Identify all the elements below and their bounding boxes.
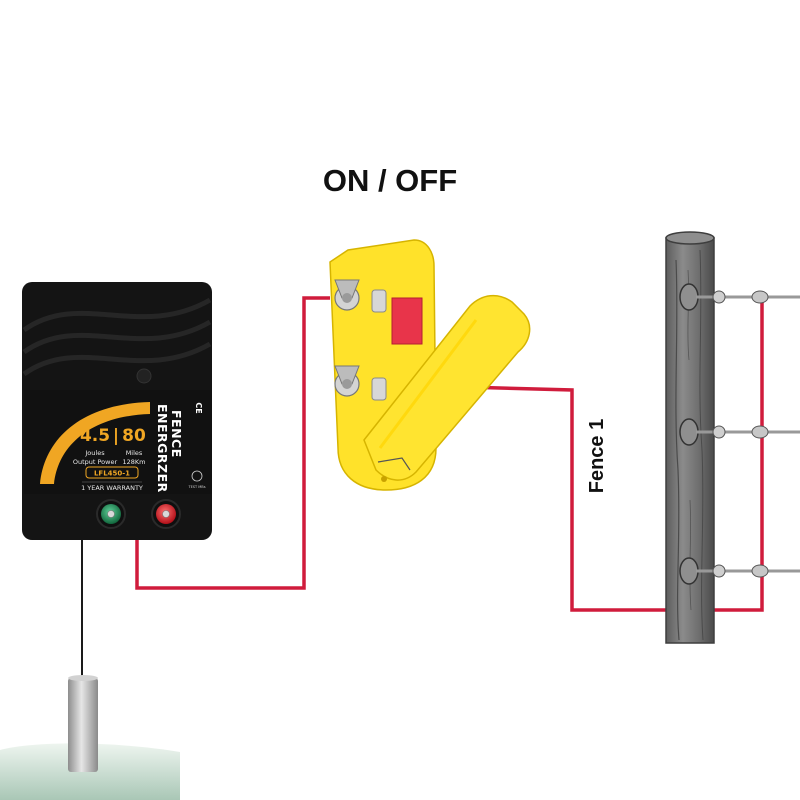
on-off-switch[interactable] [329, 239, 531, 491]
joules-subcaption: Output Power [73, 458, 118, 466]
certification-mark: CE [194, 402, 203, 413]
miles-subcaption: 128Km [122, 458, 145, 466]
fence-label: Fence 1 [586, 419, 608, 493]
wire-energizer-to-switch [135, 296, 330, 590]
energizer-indicator-light [136, 368, 152, 384]
energizer-label-line1: FENCE [169, 410, 184, 458]
joules-value: 4.5 [80, 426, 110, 446]
miles-caption: Miles [126, 449, 143, 457]
energizer-accent-arc [40, 402, 150, 484]
model-label: LFL450-1 [94, 470, 130, 478]
switch-terminal-bottom [334, 365, 360, 397]
fence-wire-bottom [679, 557, 800, 585]
switch-contact-bottom [371, 377, 387, 401]
ground-terminal [96, 499, 126, 529]
ground-rod-top [68, 675, 98, 681]
fence-wire-top [679, 283, 800, 311]
test-badge-icon [191, 470, 203, 482]
diagram-title: ON / OFF [323, 163, 457, 198]
energizer-label-line2: ENERGRZER [155, 404, 170, 493]
fence-terminal [151, 499, 181, 529]
fence-energizer: 4.5 | 80 Joules Output Power Miles 128Km… [22, 282, 212, 540]
joules-caption: Joules [84, 449, 105, 457]
switch-lever[interactable] [363, 294, 531, 481]
warranty-label: 1 YEAR WARRANTY [81, 484, 143, 492]
switch-contact-top [371, 289, 387, 313]
ground-rod [68, 678, 98, 772]
test-badge-label: TEST MBs [187, 485, 205, 489]
model-badge [85, 466, 139, 479]
fence-wire-middle [679, 418, 800, 446]
miles-value: 80 [122, 426, 146, 446]
switch-indicator [391, 297, 423, 345]
value-divider: | [113, 426, 119, 446]
switch-terminal-top [334, 279, 360, 311]
wire-switch-to-fence [355, 300, 764, 612]
